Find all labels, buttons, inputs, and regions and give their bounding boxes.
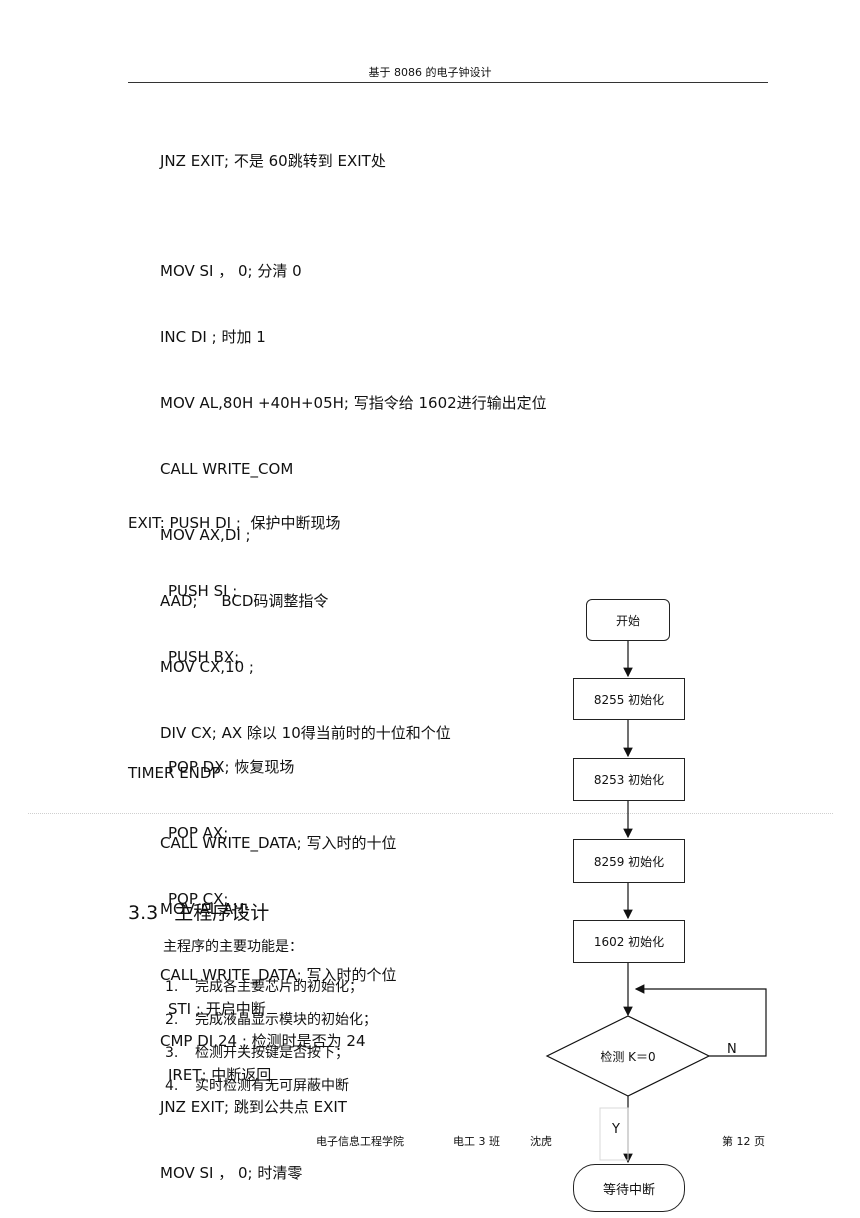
list-text: 完成液晶显示模块的初始化； [195, 1012, 377, 1028]
list-text: 完成各主要芯片的初始化； [195, 979, 363, 995]
list-item: 1. 完成各主要芯片的初始化； [165, 976, 363, 996]
section-number: 3.3 [128, 902, 159, 924]
code-line: POP CX; [168, 890, 229, 908]
footer-page: 第 12 页 [722, 1135, 765, 1148]
arrow-no-loop [634, 984, 767, 1057]
exit-block: PUSH SI ; PUSH BX; POP DX; 恢复现场 POP AX; … [168, 536, 294, 1108]
code-line: STI ; 开启中断 [168, 1000, 266, 1018]
yes-label-frame [599, 1107, 629, 1161]
code-line: MOV SI ， 0; 分清 0 [160, 262, 302, 280]
flow-no-label: N [727, 1042, 737, 1057]
footer-college: 电子信息工程学院 [316, 1135, 404, 1148]
exit-label-line: EXIT: PUSH DI ; 保护中断现场 [128, 514, 341, 532]
code-line: JNZ EXIT; 跳到公共点 EXIT [160, 1098, 347, 1116]
footer-class: 电工 3 班 [453, 1135, 500, 1148]
code-line: CALL WRITE_DATA; 写入时的十位 [160, 834, 397, 852]
flow-init-8255: 8255 初始化 [573, 678, 685, 720]
code-line: DIV CX; AX 除以 10得当前时的十位和个位 [160, 724, 451, 742]
list-number: 1. [165, 979, 179, 995]
flow-init-8253: 8253 初始化 [573, 758, 685, 801]
list-number: 3. [165, 1045, 179, 1061]
code-line: IRET; 中断返回 [168, 1066, 272, 1084]
section-intro: 主程序的主要功能是： [163, 939, 303, 955]
list-text: 检测开关按键是否按下； [195, 1045, 349, 1061]
code-line: POP AX; [168, 824, 229, 842]
page-header-title: 基于 8086 的电子钟设计 [368, 66, 492, 79]
code-line: MOV AL,AH; [160, 900, 250, 918]
code-line: MOV AL,80H +40H+05H; 写指令给 1602进行输出定位 [160, 394, 547, 412]
list-number: 4. [165, 1078, 179, 1094]
list-item: 4. 实时检测有无可屏蔽中断 [165, 1075, 349, 1095]
code-line: AAD; BCD码调整指令 [160, 592, 329, 610]
code-line: CALL WRITE_COM [160, 460, 294, 478]
flow-start: 开始 [586, 599, 670, 641]
code-line: CALL WRITE_DATA; 写入时的个位 [160, 966, 397, 984]
code-line: PUSH SI ; [168, 582, 238, 600]
timer-endp: TIMER ENDP [128, 764, 221, 782]
flow-decision-label: 检测 K＝0 [600, 1050, 656, 1064]
footer-name: 沈虎 [530, 1135, 552, 1148]
list-text: 实时检测有无可屏蔽中断 [195, 1078, 349, 1094]
list-number: 2. [165, 1012, 179, 1028]
code-line: POP DX; 恢复现场 [168, 758, 295, 776]
section-title: 主程序设计 [174, 902, 270, 924]
section-heading: 3.3 主程序设计 [128, 898, 269, 925]
list-item: 3. 检测开关按键是否按下； [165, 1042, 349, 1062]
code-line: JNZ EXIT; 不是 60跳转到 EXIT处 [160, 152, 386, 170]
flow-init-1602: 1602 初始化 [573, 920, 685, 963]
code-line: CMP DI,24 ; 检测时是否为 24 [160, 1032, 366, 1050]
flow-wait-interrupt: 等待中断 [573, 1164, 685, 1212]
code-line: INC DI ; 时加 1 [160, 328, 266, 346]
code-line: MOV SI ， 0; 时清零 [160, 1164, 303, 1182]
code-line: MOV CX,10 ; [160, 658, 254, 676]
header-rule [128, 82, 768, 83]
list-item: 2. 完成液晶显示模块的初始化； [165, 1009, 377, 1029]
flow-yes-label: Y [612, 1122, 620, 1137]
code-block: JNZ EXIT; 不是 60跳转到 EXIT处 MOV SI ， 0; 分清 … [160, 106, 547, 1206]
flow-init-8259: 8259 初始化 [573, 839, 685, 883]
page-divider [28, 813, 833, 814]
code-line: PUSH BX; [168, 648, 240, 666]
code-line: MOV AX,DI ; [160, 526, 251, 544]
